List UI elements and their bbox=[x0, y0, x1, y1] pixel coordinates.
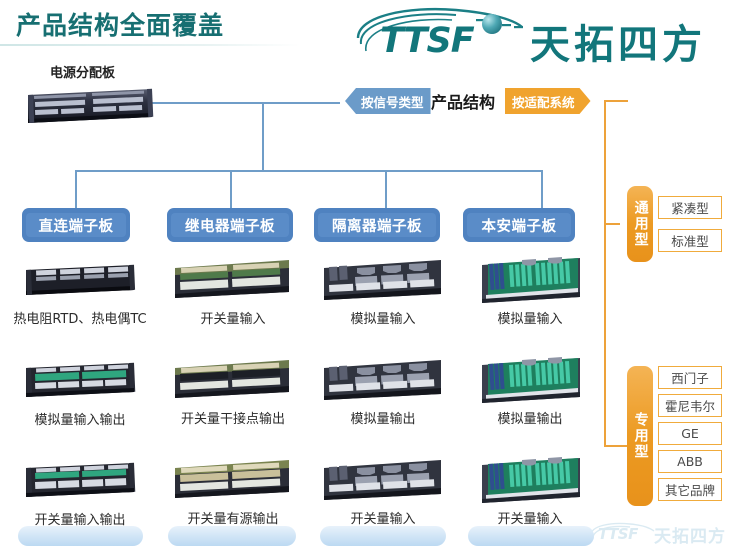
product-cell-r1c4[interactable]: 模拟量输入 bbox=[460, 255, 600, 330]
terminal-board-image-isolator bbox=[321, 256, 445, 304]
product-cell-r3c3[interactable]: 开关量输入 bbox=[313, 456, 453, 530]
terminal-board-image-black bbox=[24, 360, 136, 402]
product-cell-r2c2[interactable]: 开关量干接点输出 bbox=[163, 358, 303, 430]
adapt-option-ge[interactable]: GE bbox=[658, 422, 722, 445]
watermark-latin-text: TTSF bbox=[598, 525, 638, 543]
product-cell-r2c4[interactable]: 模拟量输出 bbox=[460, 355, 600, 430]
shelf-col2 bbox=[168, 526, 296, 546]
product-cell-r2c3[interactable]: 模拟量输出 bbox=[313, 356, 453, 430]
category-label-isolator: 隔离器端子板 bbox=[318, 213, 436, 237]
product-caption-r3c2: 开关量有源输出 bbox=[187, 512, 279, 527]
title-divider bbox=[0, 44, 300, 46]
banner-tag-by-signal-type[interactable]: 按信号类型 bbox=[345, 88, 431, 114]
group-label-dedicated: 专用型 bbox=[627, 366, 653, 506]
connector-line-bus-horizontal bbox=[75, 170, 542, 172]
product-caption-r1c3: 模拟量输入 bbox=[350, 312, 416, 327]
terminal-board-image-intrinsic bbox=[478, 355, 584, 407]
terminal-board-image-intrinsic bbox=[478, 455, 584, 507]
terminal-board-image-intrinsic bbox=[478, 255, 584, 307]
power-board-label: 电源分配板 bbox=[50, 66, 116, 81]
terminal-board-image-black bbox=[24, 262, 136, 300]
group-label-general: 通用型 bbox=[627, 186, 653, 262]
connector-line-trunk-vertical bbox=[262, 102, 264, 170]
logo-sphere-icon bbox=[482, 14, 502, 34]
product-cell-r1c2[interactable]: 开关量输入 bbox=[163, 258, 303, 330]
terminal-board-image-relay bbox=[171, 458, 293, 502]
product-caption-r1c2: 开关量输入 bbox=[200, 312, 266, 327]
adapt-option-standard[interactable]: 标准型 bbox=[658, 229, 722, 252]
product-caption-r3c1: 开关量输入输出 bbox=[34, 513, 126, 528]
product-caption-r1c4: 模拟量输入 bbox=[497, 312, 563, 327]
product-caption-r3c4: 开关量输入 bbox=[497, 512, 563, 527]
category-box-isolator[interactable]: 隔离器端子板 bbox=[314, 208, 440, 242]
watermark-logo: TTSF 天拓四方 bbox=[588, 521, 738, 547]
connector-line-drop-3 bbox=[385, 170, 387, 208]
product-caption-r2c2: 开关量干接点输出 bbox=[180, 412, 285, 427]
orange-bracket-branch-general bbox=[604, 223, 620, 225]
page-title: 产品结构全面覆盖 bbox=[16, 11, 225, 40]
product-caption-r1c1: 热电阻RTD、热电偶TC bbox=[13, 312, 147, 327]
logo-latin-text: TTSF bbox=[380, 21, 475, 61]
product-caption-r3c3: 开关量输入 bbox=[350, 512, 416, 527]
terminal-board-image-isolator bbox=[321, 356, 445, 404]
logo-swoosh-icon bbox=[356, 7, 523, 52]
product-caption-r2c1: 模拟量输入输出 bbox=[34, 413, 126, 428]
adapt-option-other[interactable]: 其它品牌 bbox=[658, 478, 722, 501]
category-box-relay[interactable]: 继电器端子板 bbox=[167, 208, 293, 242]
product-caption-r2c4: 模拟量输出 bbox=[497, 412, 563, 427]
terminal-board-image-black bbox=[24, 460, 136, 502]
product-cell-r3c1[interactable]: 开关量输入输出 bbox=[10, 460, 150, 528]
power-distribution-board-image bbox=[26, 86, 154, 126]
adapt-option-compact[interactable]: 紧凑型 bbox=[658, 196, 722, 219]
product-cell-r1c1[interactable]: 热电阻RTD、热电偶TC bbox=[10, 262, 150, 330]
terminal-board-image-relay bbox=[171, 358, 293, 402]
adapt-option-abb[interactable]: ABB bbox=[658, 450, 722, 473]
terminal-board-image-relay bbox=[171, 258, 293, 302]
connector-line-drop-4 bbox=[541, 170, 543, 208]
orange-bracket-bottom bbox=[604, 445, 628, 447]
connector-line-drop-2 bbox=[230, 170, 232, 208]
banner-title: 产品结构 bbox=[431, 93, 496, 112]
terminal-board-image-isolator bbox=[321, 456, 445, 504]
shelf-col4 bbox=[468, 526, 594, 546]
product-caption-r2c3: 模拟量输出 bbox=[350, 412, 416, 427]
logo-chinese-text: 天拓四方 bbox=[530, 22, 706, 68]
shelf-col1 bbox=[18, 526, 143, 546]
product-cell-r1c3[interactable]: 模拟量输入 bbox=[313, 256, 453, 330]
product-cell-r3c4[interactable]: 开关量输入 bbox=[460, 455, 600, 530]
orange-bracket-top bbox=[604, 100, 628, 102]
category-box-intrinsic[interactable]: 本安端子板 bbox=[463, 208, 575, 242]
connector-line-drop-1 bbox=[75, 170, 77, 208]
adapt-option-siemens[interactable]: 西门子 bbox=[658, 366, 722, 389]
category-label-intrinsic: 本安端子板 bbox=[467, 213, 571, 237]
connector-line-pdb-horizontal bbox=[148, 102, 340, 104]
category-label-direct: 直连端子板 bbox=[26, 213, 126, 237]
category-box-direct[interactable]: 直连端子板 bbox=[22, 208, 130, 242]
category-label-relay: 继电器端子板 bbox=[171, 213, 289, 237]
product-cell-r2c1[interactable]: 模拟量输入输出 bbox=[10, 360, 150, 428]
shelf-col3 bbox=[320, 526, 446, 546]
product-cell-r3c2[interactable]: 开关量有源输出 bbox=[163, 458, 303, 530]
adapt-option-honeywell[interactable]: 霍尼韦尔 bbox=[658, 394, 722, 417]
orange-bracket-spine bbox=[604, 100, 606, 446]
banner-tag-by-system[interactable]: 按适配系统 bbox=[505, 88, 591, 114]
brand-logo: TTSF 天拓四方 bbox=[352, 4, 732, 68]
watermark-chinese-text: 天拓四方 bbox=[654, 527, 726, 547]
